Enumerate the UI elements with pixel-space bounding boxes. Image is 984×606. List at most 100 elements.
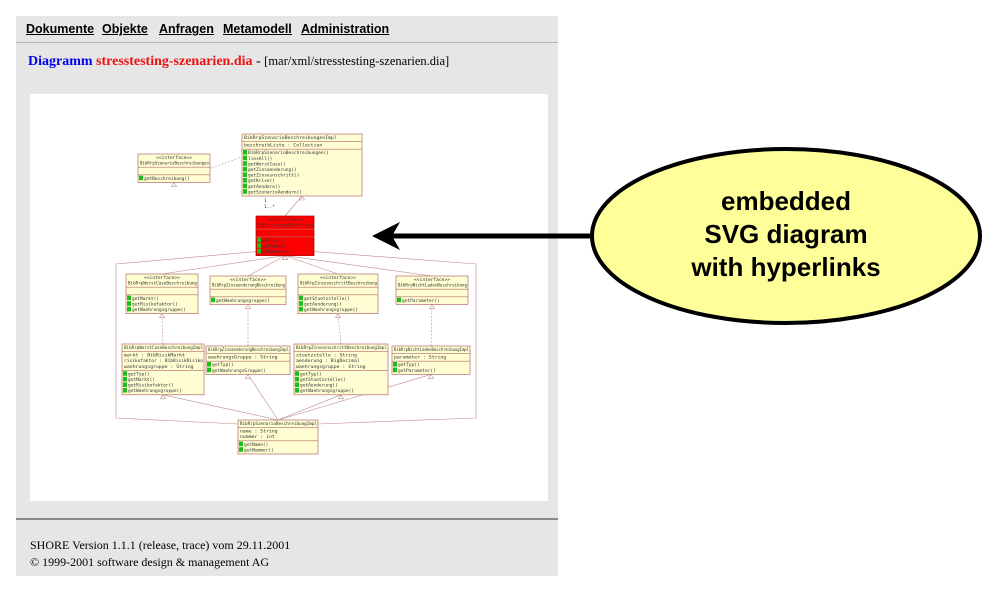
uml-class-box[interactable]: BibRrpZinsaenderungBeschreibungImpl waehr…: [205, 345, 291, 375]
uml-class-box[interactable]: <<interface>>BibRrpSzenarioBeschreibunge…: [137, 153, 211, 183]
uml-edge: [313, 251, 477, 425]
uml-class-box[interactable]: <<interface>>BibRrpNichtLadenBeschreibun…: [395, 275, 469, 305]
uml-method: getParameter(): [402, 298, 440, 304]
uml-edge: [115, 251, 257, 425]
uml-attribute: risikofaktor : BibRisikRisiko: [124, 358, 203, 364]
uml-class-frame: [391, 345, 471, 375]
method-marker: [207, 367, 211, 373]
menu-item-objekte[interactable]: Objekte: [102, 22, 148, 36]
uml-class-name: BibRrpSzenarioBeschreibungImpl: [240, 421, 317, 427]
uml-attribute: waehrungsgruppe : String: [296, 364, 366, 370]
uml-class-frame: [293, 343, 389, 396]
method-marker: [243, 150, 247, 155]
uml-class-frame: [121, 343, 205, 396]
uml-diagram: BibRrpSzenarioBeschreibungenImplbeschrei…: [115, 133, 477, 455]
uml-method: getStuetzstelle(): [300, 377, 346, 383]
uml-attribute: nummer : int: [240, 434, 275, 440]
uml-method: getWaehrungsgruppe(): [128, 388, 182, 394]
uml-attribute: parameter : String: [394, 355, 446, 361]
callout-line-2: SVG diagram: [704, 219, 868, 249]
method-marker: [295, 376, 299, 382]
uml-edge-arrow: [427, 373, 435, 379]
uml-method: getWaehrungsgruppe(): [304, 307, 358, 313]
method-marker: [299, 306, 303, 312]
uml-edge-arrow: [244, 373, 252, 379]
uml-edge: [161, 313, 164, 345]
uml-class-name: BibRrpSzenarioBeschreibungen: [140, 161, 209, 167]
uml-class-box[interactable]: BibRrpNichtLadenBeschreibungImplparamete…: [391, 345, 471, 375]
uml-class-box[interactable]: <<interface>>BibRrpSzenarioBeschreibungg…: [255, 215, 315, 256]
uml-edge: [337, 313, 342, 345]
uml-attribute: markt : BibRisikMarkt: [124, 353, 185, 359]
uml-method: getName(): [262, 243, 286, 249]
uml-edge: [162, 394, 279, 421]
uml-method: getMarkt(): [132, 296, 159, 302]
uml-class-box[interactable]: <<interface>>BibRrpZinsesnschrittBeschre…: [297, 273, 379, 314]
uml-edge-arrow: [334, 313, 342, 318]
uml-class-name: BibRrpNichtLadenBeschreibung: [398, 283, 467, 289]
uml-stereotype: <<interface>>: [230, 277, 266, 283]
multiplicity-top: 1: [264, 198, 267, 204]
method-marker: [397, 297, 401, 303]
uml-class-frame: [125, 273, 199, 314]
callout-text: embedded SVG diagram with hyperlinks: [592, 186, 980, 286]
uml-edge-arrow: [170, 181, 178, 187]
uml-class-name: BibRrpZinsesnschrittBeschreibung: [300, 281, 377, 287]
uml-method: getKrise(): [248, 178, 275, 184]
uml-edge: [430, 304, 433, 347]
uml-method: getZinsesnschritt(): [248, 173, 299, 179]
method-marker: [123, 382, 127, 387]
copyright-info: © 1999-2001 software design & management…: [30, 555, 270, 569]
uml-edge: [277, 394, 342, 421]
uml-edge-arrow: [298, 195, 306, 201]
uml-method: getTyp(): [212, 362, 234, 368]
method-marker: [123, 388, 127, 393]
uml-class-box[interactable]: <<interface>>BibRrpZinsaenderungBeschrei…: [209, 275, 287, 305]
uml-edge-arrow: [159, 394, 167, 400]
uml-stereotype: <<interface>>: [156, 155, 192, 161]
uml-class-box[interactable]: BibRrpSzenarioBeschreibungenImplbeschrei…: [241, 133, 363, 197]
method-marker: [211, 297, 215, 303]
uml-class-frame: [395, 275, 469, 305]
method-marker: [243, 178, 247, 183]
uml-method: getWaehrungsgruppe(): [300, 388, 354, 394]
uml-class-frame: [255, 215, 315, 256]
method-marker: [243, 183, 247, 189]
menu-item-anfragen[interactable]: Anfragen: [159, 22, 214, 36]
uml-method: getZinsaenderung(): [248, 167, 297, 173]
uml-class-frame: [205, 345, 291, 375]
uml-class-name: BibRrpWorstCaseBeschreibung: [128, 281, 197, 287]
uml-stereotype: <<interface>>: [320, 275, 356, 281]
title-diagram-name: stresstesting-szenarien.dia: [96, 54, 253, 69]
uml-method: BibRrpSzenarioBeschreibungen(): [248, 150, 329, 156]
shore-app-window: Dokumente Objekte Anfragen Metamodell Ad…: [16, 16, 558, 576]
uml-method: getTyp(): [398, 362, 420, 368]
uml-method: getAendere(): [248, 184, 280, 190]
method-marker: [243, 172, 247, 177]
menu-item-administration[interactable]: Administration: [301, 22, 390, 36]
uml-edge: [247, 374, 279, 421]
uml-method: getBeschreibung(): [144, 176, 190, 182]
uml-edge: [284, 195, 303, 217]
uml-attribute: waehrungsGruppe : String: [208, 355, 278, 361]
uml-method: getWaehrungsgruppe(): [132, 307, 186, 313]
uml-method: getRisikofaktor(): [132, 301, 178, 307]
uml-edge-arrow: [281, 255, 289, 260]
method-marker: [239, 447, 243, 452]
uml-class-frame: [297, 273, 379, 314]
uml-class-frame: [241, 133, 363, 197]
menu-item-dokumente[interactable]: Dokumente: [26, 22, 95, 36]
menu-item-metamodell[interactable]: Metamodell: [223, 22, 292, 36]
title-path: [mar/xml/stresstesting-szenarien.dia]: [264, 54, 450, 68]
uml-method: liesAll(): [248, 156, 272, 162]
method-marker: [257, 248, 261, 254]
method-marker: [295, 371, 299, 376]
method-marker: [243, 155, 247, 161]
uml-class-box[interactable]: <<interface>>BibRrpWorstCaseBeschreibung…: [125, 273, 199, 314]
uml-class-name: BibRrpZinsaenderungBeschreibungImpl: [208, 347, 289, 353]
uml-attribute: stuetzstelle : String: [296, 353, 357, 359]
uml-class-box[interactable]: BibRrpZinsesnschrittBeschreibungImplstue…: [293, 343, 389, 396]
